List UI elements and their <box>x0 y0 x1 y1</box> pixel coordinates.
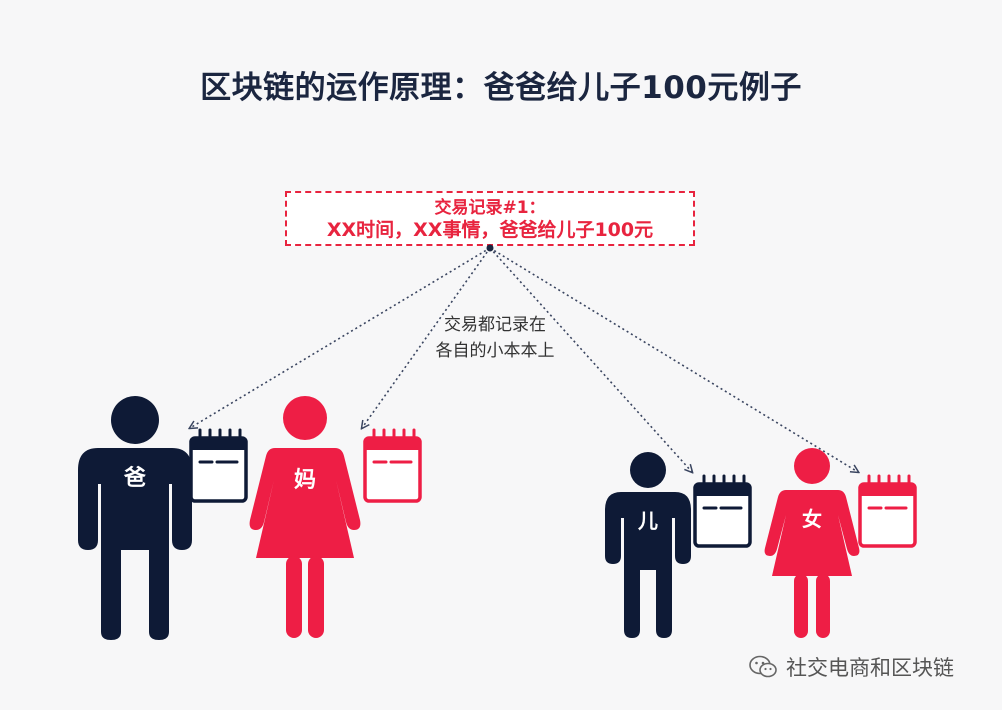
note-line-2: 各自的小本本上 <box>435 341 555 361</box>
transaction-record-box: 交易记录#1： XX时间，XX事情，爸爸给儿子100元 <box>285 191 695 246</box>
son-label: 儿 <box>637 509 658 533</box>
son-figure <box>605 452 691 638</box>
dad-figure <box>78 396 192 640</box>
daughter-label: 女 <box>802 507 822 531</box>
son-notebook-icon <box>693 474 752 548</box>
connector-to-dad-notebook <box>190 247 491 428</box>
dad-notebook-icon <box>189 428 248 503</box>
connector-origin-dot <box>486 244 494 252</box>
connector-lines <box>190 244 858 473</box>
connector-to-daughter-notebook <box>489 247 858 472</box>
connector-to-mom-notebook <box>362 247 491 428</box>
watermark-text: 社交电商和区块链 <box>786 656 954 680</box>
dad-label: 爸 <box>123 465 146 491</box>
connector-note: 交易都记录在 各自的小本本上 <box>410 312 580 364</box>
connector-to-son-notebook <box>489 247 692 472</box>
record-heading: 交易记录#1： <box>434 198 546 218</box>
page-title: 区块链的运作原理：爸爸给儿子100元例子 <box>200 70 802 106</box>
mom-label: 妈 <box>294 468 316 493</box>
wechat-icon <box>749 655 777 678</box>
daughter-figure <box>764 448 860 638</box>
mom-notebook-icon <box>363 428 422 503</box>
record-detail: XX时间，XX事情，爸爸给儿子100元 <box>326 219 654 241</box>
mom-figure <box>249 396 361 638</box>
watermark: 社交电商和区块链 <box>748 652 954 682</box>
daughter-notebook-icon <box>858 474 917 548</box>
note-line-1: 交易都记录在 <box>444 315 546 335</box>
